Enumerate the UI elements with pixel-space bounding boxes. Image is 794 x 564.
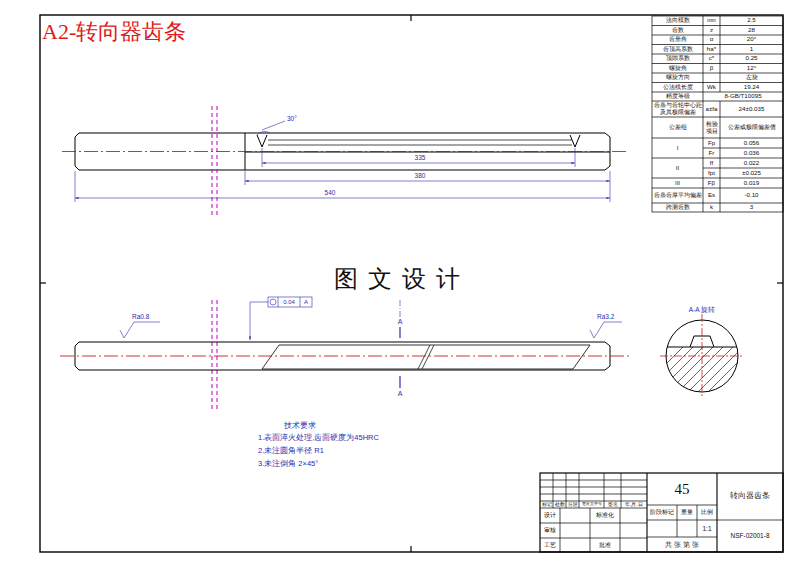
table-cell: 12° <box>720 64 783 74</box>
table-cell: 0.25 <box>720 54 783 64</box>
table-cell: III <box>652 178 703 188</box>
table-cell: mn <box>703 16 720 26</box>
title-block-cell: 工艺 <box>540 538 560 552</box>
title-block-cell: 更改文件号 <box>579 501 604 508</box>
table-cell: 齿条齿厚平均偏差 <box>652 188 703 203</box>
table-cell: 公差或极限偏差值 <box>720 117 783 138</box>
table-cell: Fp <box>703 138 720 148</box>
table-cell: z <box>703 26 720 36</box>
table-cell: Wk <box>703 83 720 93</box>
dimension: 335 <box>415 154 426 161</box>
table-cell: 螺旋角 <box>652 64 703 74</box>
table-cell: II <box>652 158 703 178</box>
table-cell: ff <box>703 158 720 168</box>
title-block-cell: 分区 <box>566 501 579 508</box>
table-cell: 0.019 <box>720 178 783 188</box>
table-cell: 公差组 <box>652 117 703 138</box>
table-cell: k <box>703 203 720 212</box>
table-cell: 公法线长度 <box>652 83 703 93</box>
note: 1.表面淬火处理,齿面硬度为45HRC <box>258 434 379 442</box>
section-mark: A <box>398 390 403 398</box>
title-block-cell: 标记 <box>540 501 553 508</box>
table-cell: 检验项目 <box>703 117 720 138</box>
drawing-number: NSF-02001-8 <box>717 520 783 552</box>
title-block-cell: 阶段标记 <box>647 505 677 520</box>
surface-roughness: Ra0.8 <box>132 313 149 320</box>
table-cell: fpt <box>703 168 720 178</box>
table-cell: ±0.025 <box>720 168 783 178</box>
table-cell: 28 <box>720 26 783 36</box>
datum-letter: A <box>300 297 312 307</box>
table-cell: Es <box>703 188 720 203</box>
table-cell: 2.5 <box>720 16 783 26</box>
table-cell: 左旋 <box>720 73 783 83</box>
table-cell: 齿形角 <box>652 35 703 45</box>
table-cell: c* <box>703 54 720 64</box>
table-cell: 1 <box>720 45 783 55</box>
table-cell: 19.24 <box>720 83 783 93</box>
table-cell: 24±0.035 <box>720 101 783 117</box>
table-cell: 齿顶高系数 <box>652 45 703 55</box>
table-cell: ha* <box>703 45 720 55</box>
title-block-cell: 共 张 第 张 <box>647 537 717 552</box>
dimension: 540 <box>325 189 336 196</box>
part-name: 转向器齿条 <box>717 473 783 520</box>
sheet-title: A2-转向器齿条 <box>42 20 186 44</box>
table-cell: 0.056 <box>720 138 783 148</box>
table-cell: 0.036 <box>720 148 783 158</box>
table-cell: Fr <box>703 148 720 158</box>
table-cell: a±fa <box>703 101 720 117</box>
tolerance-value: 0.04 <box>278 297 300 307</box>
section-mark: A <box>398 318 403 326</box>
title-block-cell: 批准 <box>590 538 620 552</box>
title-block-cell: 标准化 <box>590 508 620 523</box>
note: 2.未注圆角半径 R1 <box>258 447 324 455</box>
title-block-cell: 重量 <box>677 505 697 520</box>
table-cell: α <box>703 35 720 45</box>
notes-heading: 技术要求 <box>284 422 316 431</box>
angle-dimension: 30° <box>287 115 297 122</box>
table-cell: 3 <box>720 203 783 212</box>
title-block-cell: 设计 <box>540 508 560 523</box>
table-cell: Fβ <box>703 178 720 188</box>
table-cell: β <box>703 64 720 74</box>
table-cell: 法向模数 <box>652 16 703 26</box>
surface-roughness: Ra3.2 <box>597 313 614 320</box>
table-cell: 齿条与齿轮中心距及其极限偏差 <box>652 101 703 117</box>
title-block-cell: 比例 <box>697 505 717 520</box>
watermark: 图 文 设 计 <box>330 266 466 292</box>
table-cell: 螺旋方向 <box>652 73 703 83</box>
table-cell: I <box>652 138 703 158</box>
table-cell: 0.022 <box>720 158 783 168</box>
title-block-cell: 处数 <box>553 501 566 508</box>
table-cell: 8-GB/T10095 <box>703 92 783 101</box>
table-cell: 顶隙系数 <box>652 54 703 64</box>
table-cell: 20° <box>720 35 783 45</box>
title-block-cell: 审核 <box>540 523 560 538</box>
table-cell: -0.10 <box>720 188 783 203</box>
title-block-cell: 年.月.日 <box>621 501 647 508</box>
material: 45 <box>647 473 717 505</box>
title-block-cell: 1:1 <box>697 520 717 537</box>
note: 3.未注倒角 2×45° <box>258 460 318 468</box>
title-block-cell: 签名 <box>604 501 621 508</box>
dimension: 380 <box>415 172 426 179</box>
table-cell: 跨测齿数 <box>652 203 703 212</box>
table-cell: 齿数 <box>652 26 703 36</box>
table-cell: 精度等级 <box>652 92 703 101</box>
section-label: A-A 旋转 <box>689 306 715 313</box>
